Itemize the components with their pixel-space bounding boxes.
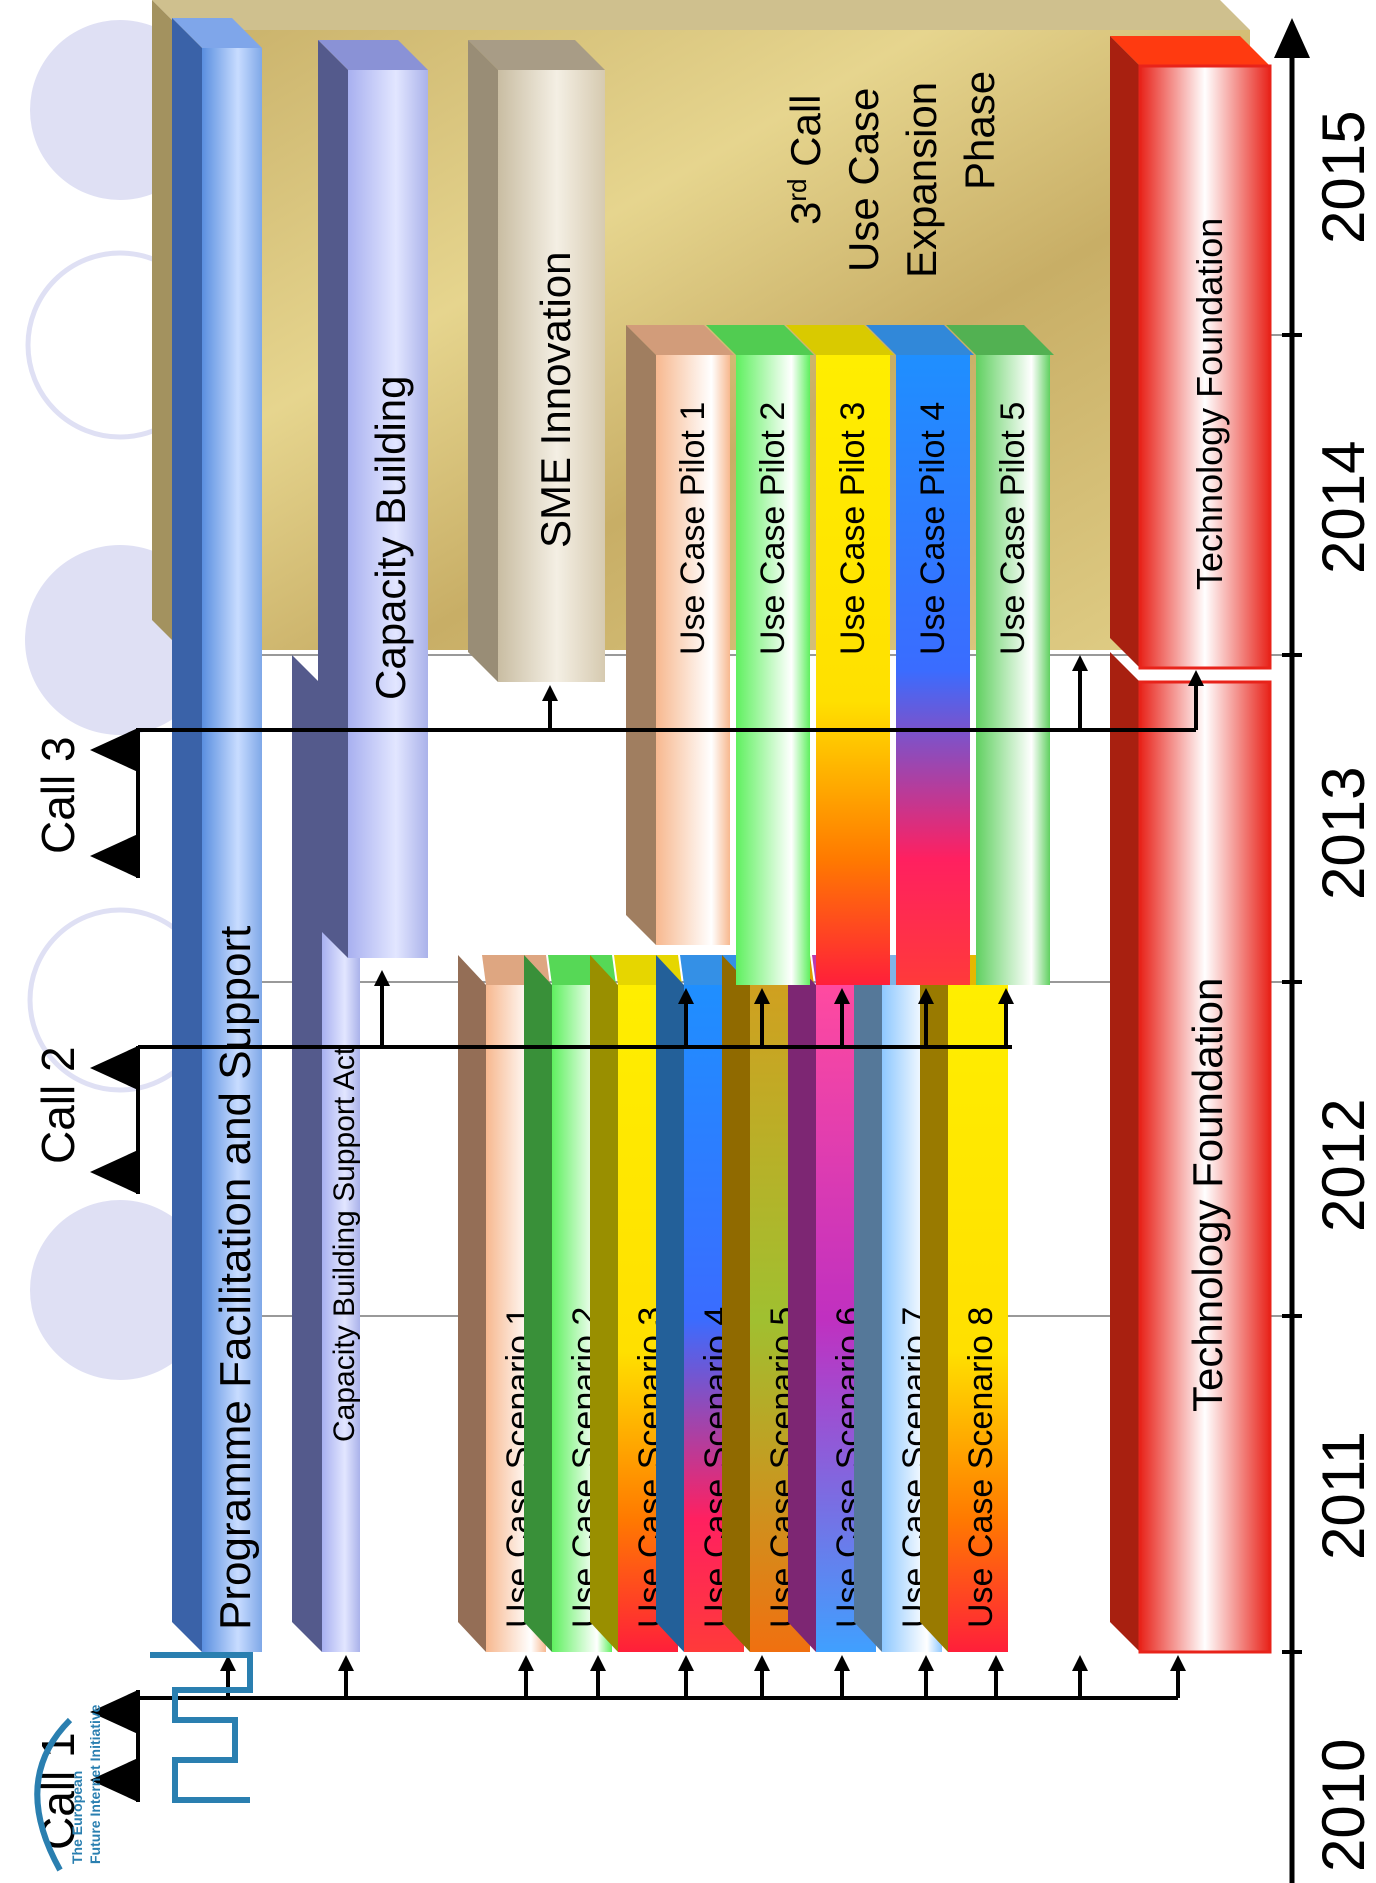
programme-label: Programme Facilitation and Support [211, 926, 260, 1630]
phase-line-2: Use Case [840, 88, 887, 272]
pilot-bar-2: Use Case Pilot 2 [706, 325, 814, 985]
technology-foundation-bar-lower [1110, 652, 1272, 1654]
call-3-triangle-upper [90, 728, 138, 772]
pilot-bar-face [816, 355, 890, 985]
logo-text-line2: Future Internet Initiative [87, 1704, 103, 1864]
call-2-triangle-lower [90, 1150, 138, 1194]
call-2-label: Call 2 [32, 1046, 84, 1164]
call-1-arrow-8 [918, 1655, 934, 1698]
scenario-bar-side [788, 955, 816, 1652]
year-label-2014: 2014 [1310, 441, 1376, 574]
capacity-building-label: Capacity Building [367, 375, 414, 700]
call-3-arrow-sme [542, 685, 558, 730]
call-3-triangle-lower [90, 834, 138, 878]
call-1-arrow-6 [754, 1655, 770, 1698]
scenario-bar-face [948, 985, 1008, 1652]
scenario-bar-side [854, 955, 882, 1652]
call-1-arrow-4 [590, 1655, 606, 1698]
pilot-label: Use Case Pilot 4 [914, 402, 952, 655]
pilot-bar-top [946, 325, 1054, 355]
call-3-arrow-pilots [1072, 655, 1088, 730]
phase-line-4: Phase [956, 71, 1003, 190]
call-2-arrow-5 [998, 988, 1014, 1047]
call-1-triangle-lower [90, 1758, 138, 1802]
call-1-arrow-9 [988, 1655, 1004, 1698]
call-1-arrow-5 [678, 1655, 694, 1698]
year-label-2015: 2015 [1310, 111, 1376, 244]
call-3-arrow-technology [1188, 670, 1204, 730]
pilot-bar-face [976, 355, 1050, 985]
call-connectors [138, 728, 1196, 1700]
year-label-2010: 2010 [1310, 1739, 1376, 1872]
expansion-phase-label: 3rd Call Use Case Expansion Phase [782, 71, 1003, 278]
year-label-2013: 2013 [1310, 767, 1376, 900]
call-2-arrow-1 [678, 988, 694, 1047]
call-1-arrow-3 [518, 1655, 534, 1698]
year-labels: 2010 2011 2012 2013 2014 2015 [1310, 111, 1376, 1872]
pilot-label: Use Case Pilot 3 [834, 402, 872, 655]
scenario-bar-side [458, 955, 486, 1652]
call-2-arrow-3 [834, 988, 850, 1047]
timeline-axis [1274, 18, 1310, 1883]
pilot-bar-4: Use Case Pilot 4 [866, 325, 974, 985]
year-label-2011: 2011 [1310, 1431, 1376, 1560]
pilot-bar-top [866, 325, 974, 355]
scenario-bar-side [920, 955, 948, 1652]
pilot-bar-top [786, 325, 894, 355]
pilot-bars: Use Case Pilot 1 Use Case Pilot 2 Use Case… [626, 325, 1054, 985]
phase-line-1: 3rd Call [782, 94, 829, 225]
call-1-triangle-upper [90, 1690, 138, 1734]
call-2-arrow-4 [918, 988, 934, 1047]
pilot-label: Use Case Pilot 1 [674, 402, 712, 655]
call-2-triangle-upper [90, 1046, 138, 1090]
scenario-bar-8: Use Case Scenario 8 [920, 955, 1012, 1652]
call-2-arrow-capacity [374, 970, 390, 1047]
year-label-2012: 2012 [1310, 1099, 1376, 1232]
technology-foundation-bar-upper [1110, 36, 1272, 670]
year-ticks [1282, 333, 1302, 1654]
scenario-bar-side [590, 955, 618, 1652]
pilot-bar-1: Use Case Pilot 1 [626, 325, 734, 945]
scenario-bar-side [656, 955, 684, 1652]
pilot-label: Use Case Pilot 5 [994, 402, 1032, 655]
capacity-support-label: Capacity Building Support Act [328, 1046, 361, 1442]
scenario-bar-side [722, 955, 750, 1652]
pilot-bar-top [626, 325, 734, 355]
call-1-arrow-7 [834, 1655, 850, 1698]
sme-innovation-bar [468, 40, 605, 682]
bar-labels: Programme Facilitation and Support Capac… [211, 218, 1231, 1630]
pilot-bar-top [706, 325, 814, 355]
call-1-arrow-2 [338, 1655, 354, 1698]
technology-foundation-label-lower: Technology Foundation [1184, 978, 1231, 1412]
pilot-bar-3: Use Case Pilot 3 [786, 325, 894, 985]
pilot-bar-side [626, 325, 656, 945]
call-3-label: Call 3 [32, 736, 84, 854]
programme-bar [172, 18, 262, 1652]
technology-foundation-label-upper: Technology Foundation [1189, 218, 1230, 590]
scenario-bar-side [524, 955, 552, 1652]
pilot-label: Use Case Pilot 2 [754, 402, 792, 655]
call-1-arrow-11 [1170, 1655, 1186, 1698]
pilot-bar-face [736, 355, 810, 985]
pilot-bar-5: Use Case Pilot 5 [946, 325, 1054, 985]
fi-logo: The European Future Internet Initiative [34, 1652, 253, 1872]
pilot-bar-face [656, 355, 730, 945]
logo-text-line1: The European [69, 1771, 85, 1864]
axis-arrow-head [1274, 18, 1310, 58]
phase-line-3: Expansion [898, 82, 945, 278]
connector-arrows [220, 655, 1204, 1698]
call-1-arrow-10 [1072, 1655, 1088, 1698]
sme-innovation-label: SME Innovation [532, 251, 579, 548]
scenario-label: Use Case Scenario 8 [962, 1307, 1000, 1628]
call-2-arrow-2 [754, 988, 770, 1047]
pilot-bar-face [896, 355, 970, 985]
call-markers [90, 728, 140, 1802]
